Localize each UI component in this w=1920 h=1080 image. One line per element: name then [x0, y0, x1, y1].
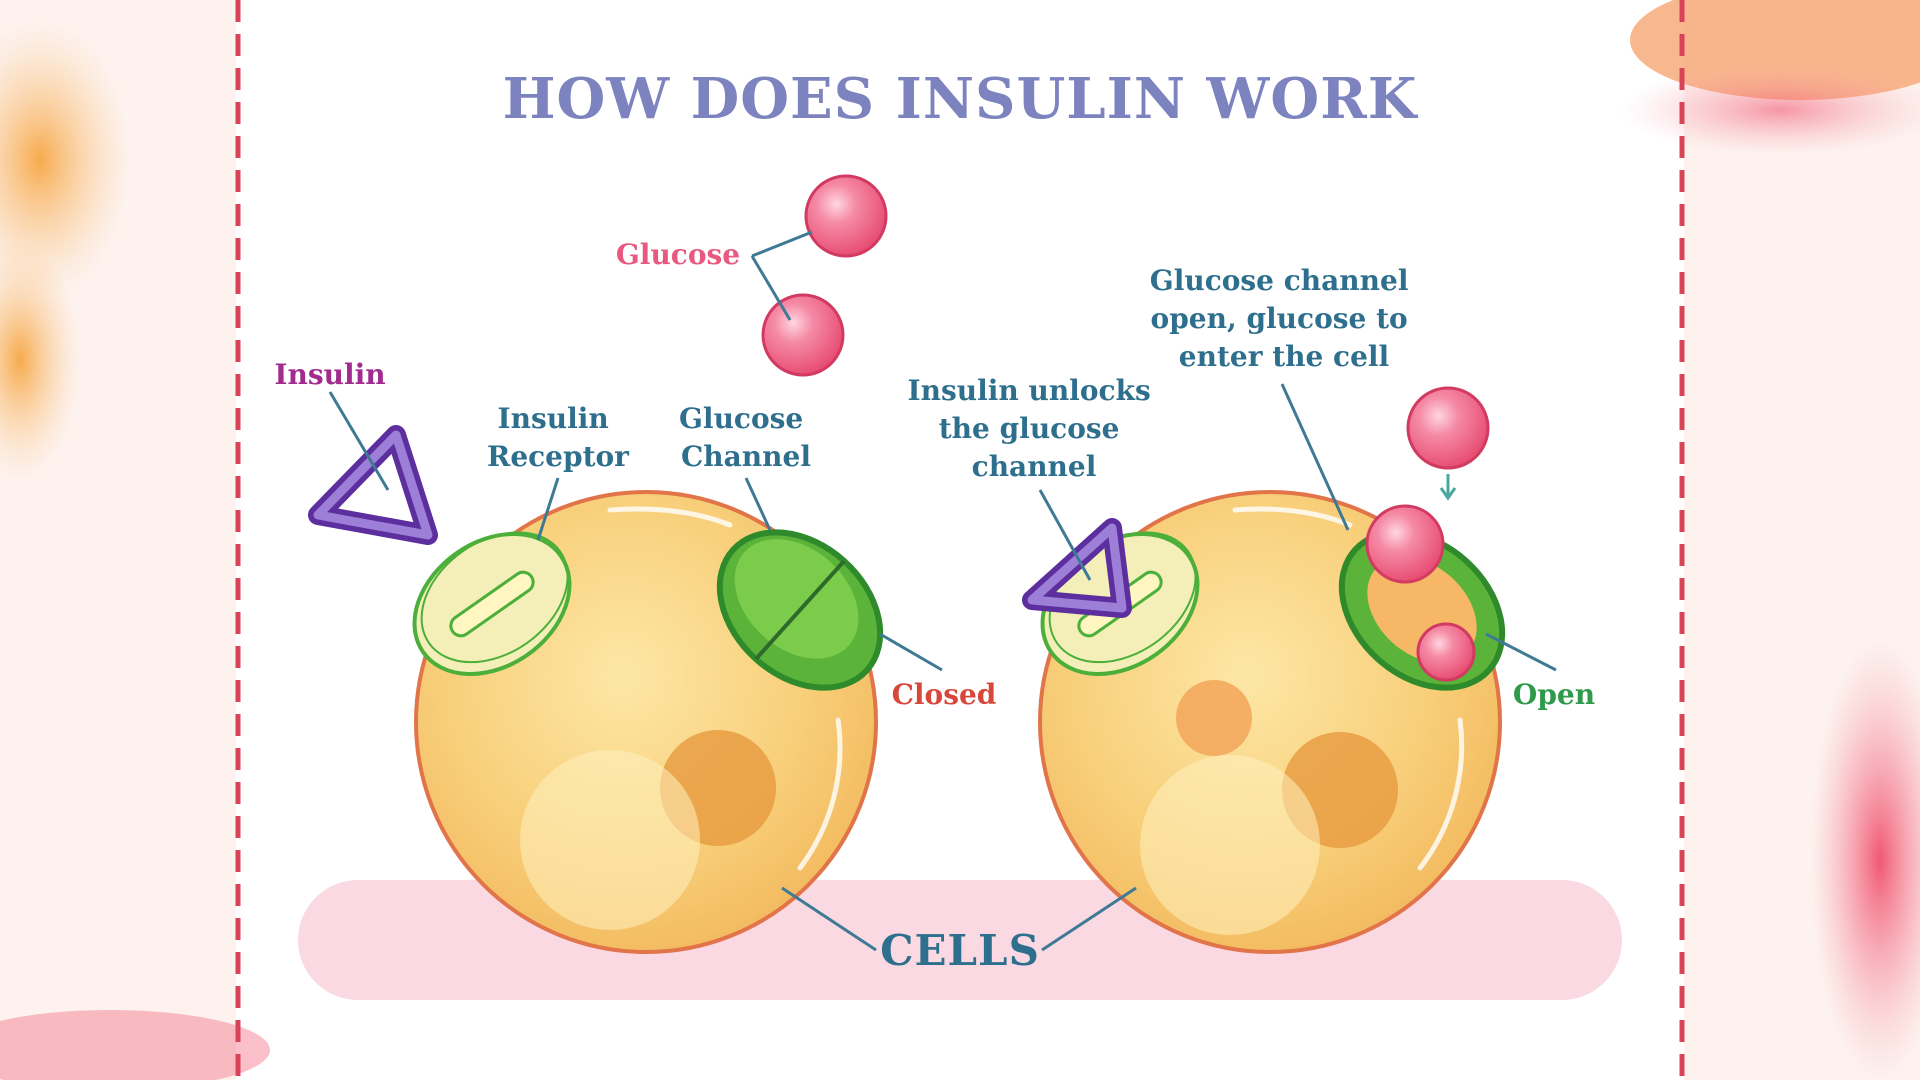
insulin-unlocks-label: Insulin unlocks the glucose channel	[908, 374, 1161, 483]
open-label: Open	[1513, 678, 1595, 711]
insulin-label: Insulin	[274, 358, 385, 391]
glucose-ball-icon	[1406, 386, 1490, 470]
down-arrow-icon	[1439, 474, 1457, 501]
glucose-ball-icon	[1365, 504, 1445, 584]
glucose-ball-icon	[761, 293, 845, 377]
insulin-receptor	[412, 531, 572, 677]
glucose-channel-closed	[716, 529, 884, 691]
glucose-label: Glucose	[616, 238, 740, 271]
page-title: HOW DOES INSULIN WORK	[503, 66, 1419, 132]
leader-lines	[328, 230, 1557, 952]
closed-label: Closed	[892, 678, 997, 711]
glucose-channel-label: Glucose Channel	[679, 402, 813, 473]
glucose-ball-icon	[804, 174, 888, 258]
glucose-ball-icon	[1416, 622, 1476, 682]
insulin-triangle-icon	[1022, 518, 1132, 618]
channel-open-label: Glucose channel open, glucose to enter t…	[1150, 264, 1418, 373]
cells-label: CELLS	[880, 926, 1040, 975]
insulin-receptor-label: Insulin Receptor	[487, 402, 630, 473]
right-decor-panel	[1620, 0, 1920, 1080]
insulin-triangle-icon	[308, 425, 438, 545]
left-decor-panel	[0, 0, 270, 1080]
